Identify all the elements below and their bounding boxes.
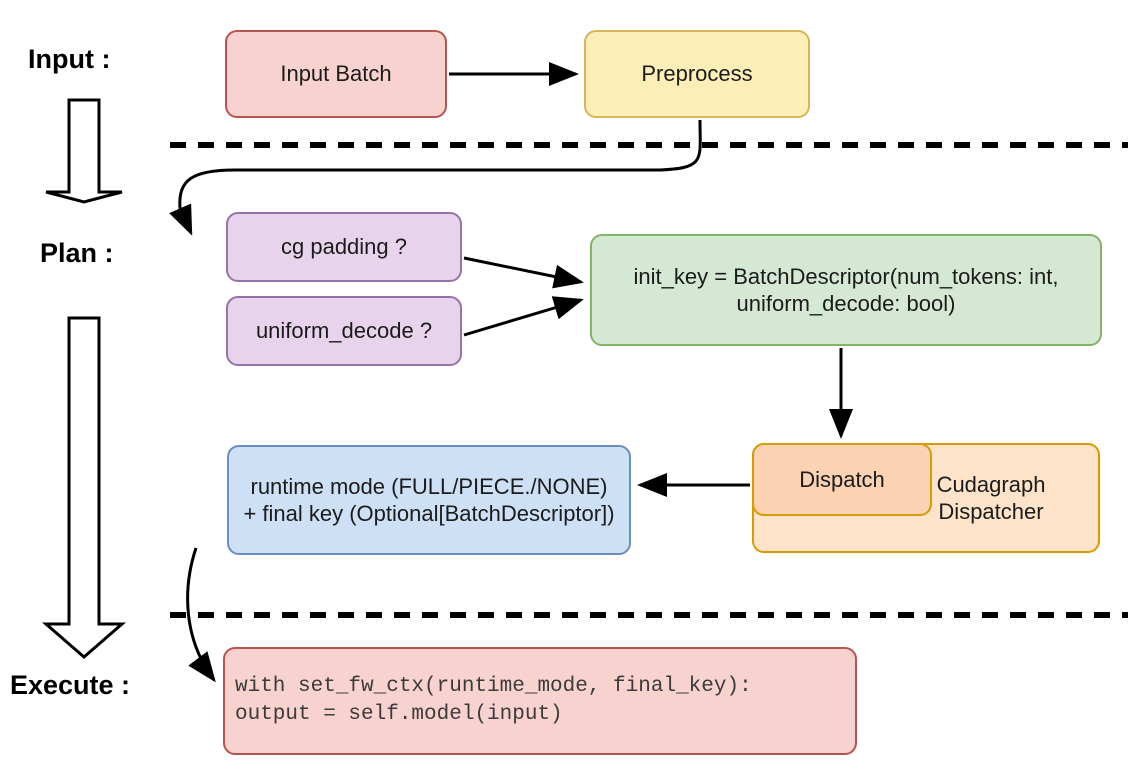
node-dispatch-label: Dispatch (799, 466, 885, 492)
node-init-key-label: init_key = BatchDescriptor(num_tokens: i… (633, 263, 1059, 317)
node-runtime-mode-label: runtime mode (FULL/PIECE./NONE) + final … (243, 473, 615, 527)
stage-arrow-input-to-plan (45, 98, 123, 204)
stage-label-plan: Plan : (40, 238, 114, 268)
node-preprocess[interactable]: Preprocess (584, 30, 810, 118)
stage-label-execute: Execute : (10, 670, 131, 700)
node-uniform-decode-label: uniform_decode ? (255, 318, 433, 344)
node-cg-padding-label: cg padding ? (281, 234, 407, 260)
node-dispatch[interactable]: Dispatch (752, 443, 932, 516)
node-execute-code[interactable]: with set_fw_ctx(runtime_mode, final_key)… (223, 647, 857, 755)
node-execute-code-label: with set_fw_ctx(runtime_mode, final_key)… (235, 674, 752, 726)
stage-arrow-plan-to-execute (41, 316, 127, 659)
node-input-batch[interactable]: Input Batch (225, 30, 447, 118)
node-cg-padding[interactable]: cg padding ? (226, 212, 462, 282)
node-runtime-mode[interactable]: runtime mode (FULL/PIECE./NONE) + final … (227, 445, 631, 555)
node-input-batch-label: Input Batch (280, 61, 392, 87)
stage-label-input: Input : (28, 44, 111, 74)
node-init-key[interactable]: init_key = BatchDescriptor(num_tokens: i… (590, 234, 1102, 346)
node-uniform-decode[interactable]: uniform_decode ? (226, 296, 462, 366)
edge-uniform-to-initkey (463, 296, 584, 337)
edge-padding-to-initkey (463, 256, 584, 289)
node-cudagraph-dispatcher-label: Cudagraph Dispatcher (936, 471, 1046, 525)
node-preprocess-label: Preprocess (641, 61, 753, 87)
edge-runtime-to-execute (186, 547, 216, 683)
